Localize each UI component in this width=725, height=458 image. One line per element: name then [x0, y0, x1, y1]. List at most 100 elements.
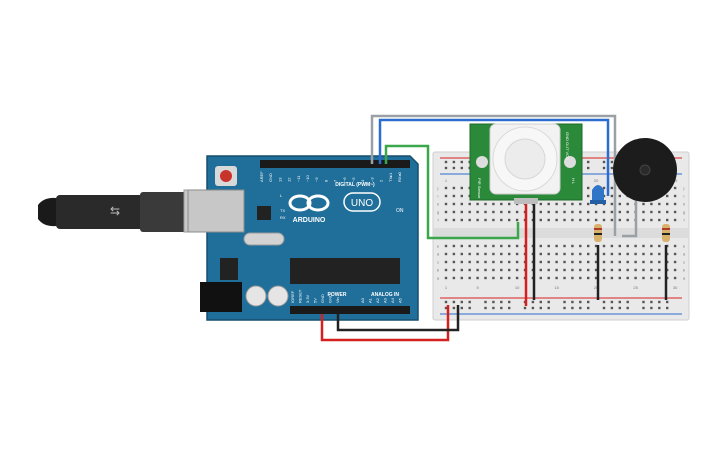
breadboard-hole: [444, 166, 448, 170]
pin-label: IOREF: [290, 290, 295, 303]
breadboard-column-number: 30: [673, 178, 678, 183]
breadboard-hole: [484, 276, 487, 280]
breadboard-hole: [500, 268, 503, 272]
breadboard-hole: [618, 210, 621, 214]
breadboard-row-letter: b: [437, 268, 440, 273]
breadboard-hole: [594, 244, 598, 248]
breadboard-hole: [618, 202, 621, 206]
breadboard-hole: [547, 260, 550, 264]
breadboard-hole: [658, 252, 661, 256]
pin-label: 8: [323, 179, 328, 182]
pir-pins: [514, 198, 538, 204]
breadboard-hole: [460, 276, 463, 280]
piezo-buzzer[interactable]: [613, 138, 677, 202]
breadboard-hole: [658, 268, 661, 272]
breadboard-hole: [626, 252, 629, 256]
resistor-1[interactable]: [594, 224, 602, 242]
breadboard-hole: [579, 218, 582, 222]
pir-mount-hole: [564, 156, 576, 168]
breadboard-hole: [500, 244, 503, 248]
breadboard-hole: [500, 210, 503, 214]
breadboard-hole: [452, 186, 456, 190]
breadboard-hole: [460, 166, 463, 170]
breadboard-column-number: 30: [673, 285, 678, 290]
breadboard-hole: [571, 260, 574, 264]
breadboard-hole: [452, 166, 456, 170]
breadboard-hole: [587, 268, 590, 272]
breadboard-hole: [658, 210, 661, 214]
breadboard-hole: [547, 252, 550, 256]
breadboard-hole: [666, 218, 669, 222]
breadboard-hole: [508, 210, 511, 214]
breadboard-row-letter: d: [437, 252, 439, 257]
breadboard-hole: [444, 194, 448, 198]
pin-label: Vin: [335, 297, 340, 303]
breadboard-hole: [508, 202, 511, 206]
breadboard-hole: [468, 252, 471, 256]
breadboard-hole: [500, 300, 503, 304]
led[interactable]: [590, 185, 606, 204]
breadboard-hole: [571, 268, 574, 272]
breadboard-hole: [587, 186, 590, 190]
breadboard-hole: [468, 306, 471, 310]
digital-header: [260, 160, 410, 168]
breadboard-hole: [508, 306, 511, 310]
usb-chip: [257, 206, 271, 220]
breadboard-column-number: 10: [515, 285, 520, 290]
breadboard-hole: [555, 268, 558, 272]
breadboard-column-number: 5: [476, 285, 479, 290]
breadboard-hole: [484, 252, 487, 256]
breadboard-hole: [610, 260, 614, 264]
pin-label: ~5: [351, 177, 356, 182]
breadboard-hole: [563, 218, 566, 222]
pir-sensor[interactable]: PIR Sensor GND OUT VCC H L: [469, 123, 583, 204]
breadboard-hole: [587, 300, 590, 304]
breadboard-row-letter: b: [683, 268, 686, 273]
pin-label: GND: [328, 294, 333, 303]
breadboard-hole: [476, 260, 479, 264]
breadboard-hole: [673, 202, 677, 206]
breadboard-hole: [587, 252, 590, 256]
breadboard-hole: [444, 210, 448, 214]
breadboard-hole: [563, 268, 566, 272]
breadboard-row-letter: a: [683, 276, 686, 281]
breadboard-hole: [618, 268, 621, 272]
rx-label: RX: [280, 215, 286, 220]
power-jack: [200, 282, 242, 312]
breadboard-hole: [658, 260, 661, 264]
breadboard-hole: [555, 276, 558, 280]
breadboard-hole: [460, 218, 463, 222]
arduino-logo: [288, 192, 381, 212]
arduino-board[interactable]: ARDUINO UNO DIGITAL (PWM~) POWER ANALOG …: [187, 155, 419, 321]
breadboard-hole: [444, 260, 448, 264]
breadboard-hole: [602, 160, 606, 164]
breadboard-hole: [539, 244, 542, 248]
breadboard-hole: [642, 260, 645, 264]
breadboard-hole: [587, 244, 590, 248]
pin-label: A1: [368, 297, 373, 303]
breadboard-hole: [626, 306, 629, 310]
breadboard-hole: [539, 218, 542, 222]
breadboard-row-letter: c: [683, 260, 685, 265]
breadboard-hole: [618, 244, 621, 248]
breadboard-hole: [484, 300, 487, 304]
power-label: POWER: [328, 292, 347, 298]
breadboard-hole: [492, 244, 495, 248]
breadboard-hole: [610, 166, 614, 170]
pin-label: 13: [277, 177, 282, 182]
breadboard-hole: [610, 218, 614, 222]
breadboard-hole: [602, 306, 606, 310]
breadboard-hole: [602, 244, 606, 248]
resistor-2[interactable]: [662, 224, 670, 242]
breadboard-hole: [673, 218, 677, 222]
crystal-oscillator: [243, 232, 285, 246]
pir-left-text: PIR Sensor: [477, 178, 482, 199]
breadboard-hole: [602, 260, 606, 264]
breadboard-hole: [539, 276, 542, 280]
breadboard-hole: [515, 252, 519, 256]
breadboard-hole: [500, 260, 503, 264]
breadboard-hole: [571, 252, 574, 256]
breadboard-hole: [626, 218, 629, 222]
